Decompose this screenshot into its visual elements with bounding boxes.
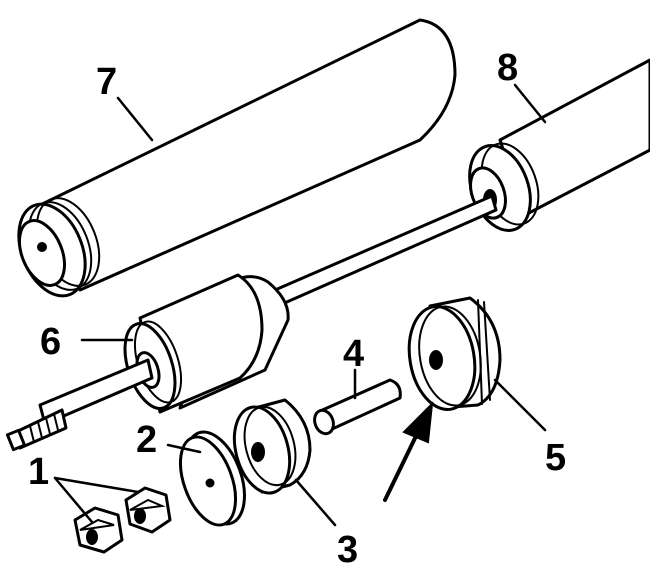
piston-rod <box>273 194 498 307</box>
label-part-2: 2 <box>136 419 157 461</box>
threaded-rod <box>5 358 154 452</box>
part-7-outer-tube <box>17 18 457 298</box>
label-part-4: 4 <box>343 333 364 375</box>
part-5-roller <box>407 296 502 412</box>
label-part-8: 8 <box>497 47 518 89</box>
assembly-arrow <box>383 401 434 502</box>
label-part-7: 7 <box>96 61 117 103</box>
label-part-3: 3 <box>337 529 358 571</box>
label-part-6: 6 <box>40 321 61 363</box>
part-6-sleeve <box>123 273 290 414</box>
part-3-bushing <box>232 398 312 495</box>
label-part-1: 1 <box>28 451 49 493</box>
part-8-inner-tube <box>468 58 650 232</box>
leader-lines <box>53 83 547 527</box>
part-1-nut-right <box>124 486 172 534</box>
label-part-5: 5 <box>545 437 566 479</box>
part-2-washer <box>179 430 246 527</box>
part-1-nut-left <box>73 506 124 554</box>
part-4-pin <box>313 378 402 436</box>
